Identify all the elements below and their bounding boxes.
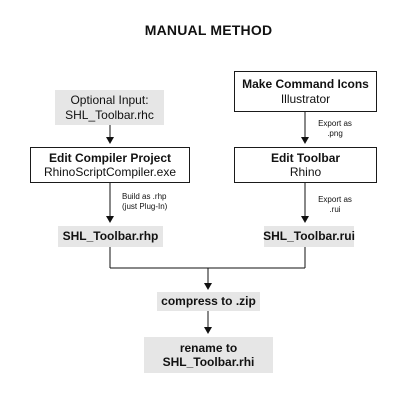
edit-toolbar-node: Edit Toolbar Rhino — [234, 147, 377, 183]
optional-input-node: Optional Input: SHL_Toolbar.rhc — [55, 90, 164, 125]
shl-rui-label: SHL_Toolbar.rui — [263, 229, 355, 244]
compress-node: compress to .zip — [157, 292, 260, 311]
make-icons-app: Illustrator — [280, 91, 331, 106]
optional-input-label: Optional Input: — [70, 93, 149, 108]
rename-label: rename to — [179, 340, 238, 355]
shl-rhp-node: SHL_Toolbar.rhp — [58, 226, 163, 247]
optional-input-file: SHL_Toolbar.rhc — [65, 107, 154, 122]
make-icons-node: Make Command Icons Illustrator — [234, 71, 377, 112]
edit-toolbar-title: Edit Toolbar — [270, 150, 341, 165]
diagram-title: MANUAL METHOD — [144, 22, 273, 38]
export-rui-label: Export as .rui — [318, 195, 352, 214]
rename-node: rename to SHL_Toolbar.rhi — [144, 337, 273, 373]
export-png-label: Export as .png — [318, 119, 352, 138]
edit-compiler-node: Edit Compiler Project RhinoScriptCompile… — [30, 147, 190, 183]
shl-rui-node: SHL_Toolbar.rui — [263, 226, 355, 247]
build-as-label: Build as .rhp (just Plug-In) — [122, 192, 168, 211]
rename-file: SHL_Toolbar.rhi — [162, 355, 255, 369]
edit-compiler-app: RhinoScriptCompiler.exe — [43, 165, 177, 179]
shl-rhp-label: SHL_Toolbar.rhp — [62, 229, 159, 244]
compress-label: compress to .zip — [161, 294, 256, 309]
edit-compiler-title: Edit Compiler Project — [48, 150, 172, 165]
make-icons-title: Make Command Icons — [242, 77, 369, 92]
edit-toolbar-app: Rhino — [289, 165, 322, 179]
